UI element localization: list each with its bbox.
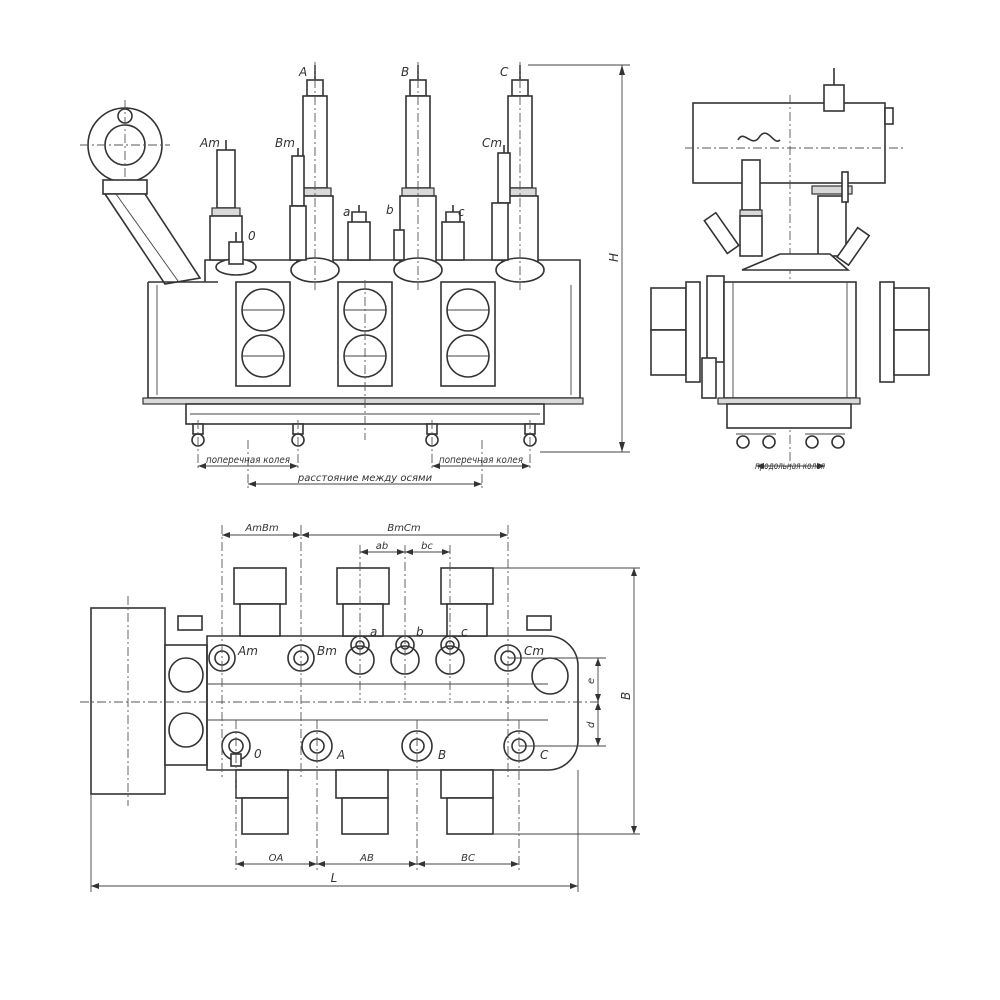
label-neutral: 0 [248, 229, 256, 243]
longitudinal-track-label: продольная колея [755, 461, 825, 472]
plan-label-C: C [540, 748, 549, 762]
plan-label-neutral: 0 [254, 747, 262, 761]
dim-bc: bc [421, 541, 433, 552]
plan-centerlines [221, 525, 520, 870]
height-dimension [528, 64, 630, 453]
dim-d: d [586, 721, 597, 728]
lv-bushings [215, 205, 465, 276]
axle-distance-label: расстояние между осями [297, 473, 433, 484]
plan-label-Am: Am [237, 644, 258, 658]
mv-bushings [209, 140, 511, 261]
dim-ab: ab [376, 541, 388, 552]
tank-body [142, 259, 584, 425]
front-view: H поперечная колея поперечная колея расс… [80, 62, 630, 490]
front-centerlines [197, 62, 531, 490]
plan-view: AmBm BmCm ab bc OA AB BC L B e d Am Bm C… [80, 523, 640, 892]
label-Am: Am [199, 136, 220, 150]
dim-BmCm: BmCm [387, 523, 421, 534]
label-C: C [500, 65, 509, 79]
label-b: b [386, 203, 394, 217]
label-c: c [458, 205, 465, 219]
conservator-tank [80, 100, 202, 285]
plan-label-c: c [461, 625, 468, 639]
plan-label-B: B [438, 748, 446, 762]
transverse-track-label-left: поперечная колея [206, 455, 290, 466]
label-a: a [343, 205, 350, 219]
dim-AB: AB [359, 853, 374, 864]
radiators [235, 281, 496, 387]
label-Bm: Bm [275, 136, 295, 150]
dim-L: L [331, 871, 338, 885]
dim-OA: OA [269, 853, 284, 864]
dim-B: B [619, 692, 633, 700]
label-A: A [298, 65, 307, 79]
plan-label-a: a [370, 625, 377, 639]
height-label: H [607, 253, 621, 262]
plan-label-Bm: Bm [317, 644, 337, 658]
dim-BC: BC [461, 853, 475, 864]
plan-label-A: A [336, 748, 345, 762]
transverse-track-label-right: поперечная колея [439, 455, 523, 466]
track-dimensions [198, 463, 530, 487]
dim-AmBm: AmBm [244, 523, 278, 534]
wheels [191, 423, 537, 447]
label-Cm: Cm [482, 136, 502, 150]
dim-e: e [586, 678, 597, 684]
side-view [650, 68, 930, 470]
plan-label-b: b [416, 625, 424, 639]
label-B: B [401, 65, 409, 79]
plan-label-Cm: Cm [524, 644, 544, 658]
plan-dimensions [90, 532, 640, 892]
